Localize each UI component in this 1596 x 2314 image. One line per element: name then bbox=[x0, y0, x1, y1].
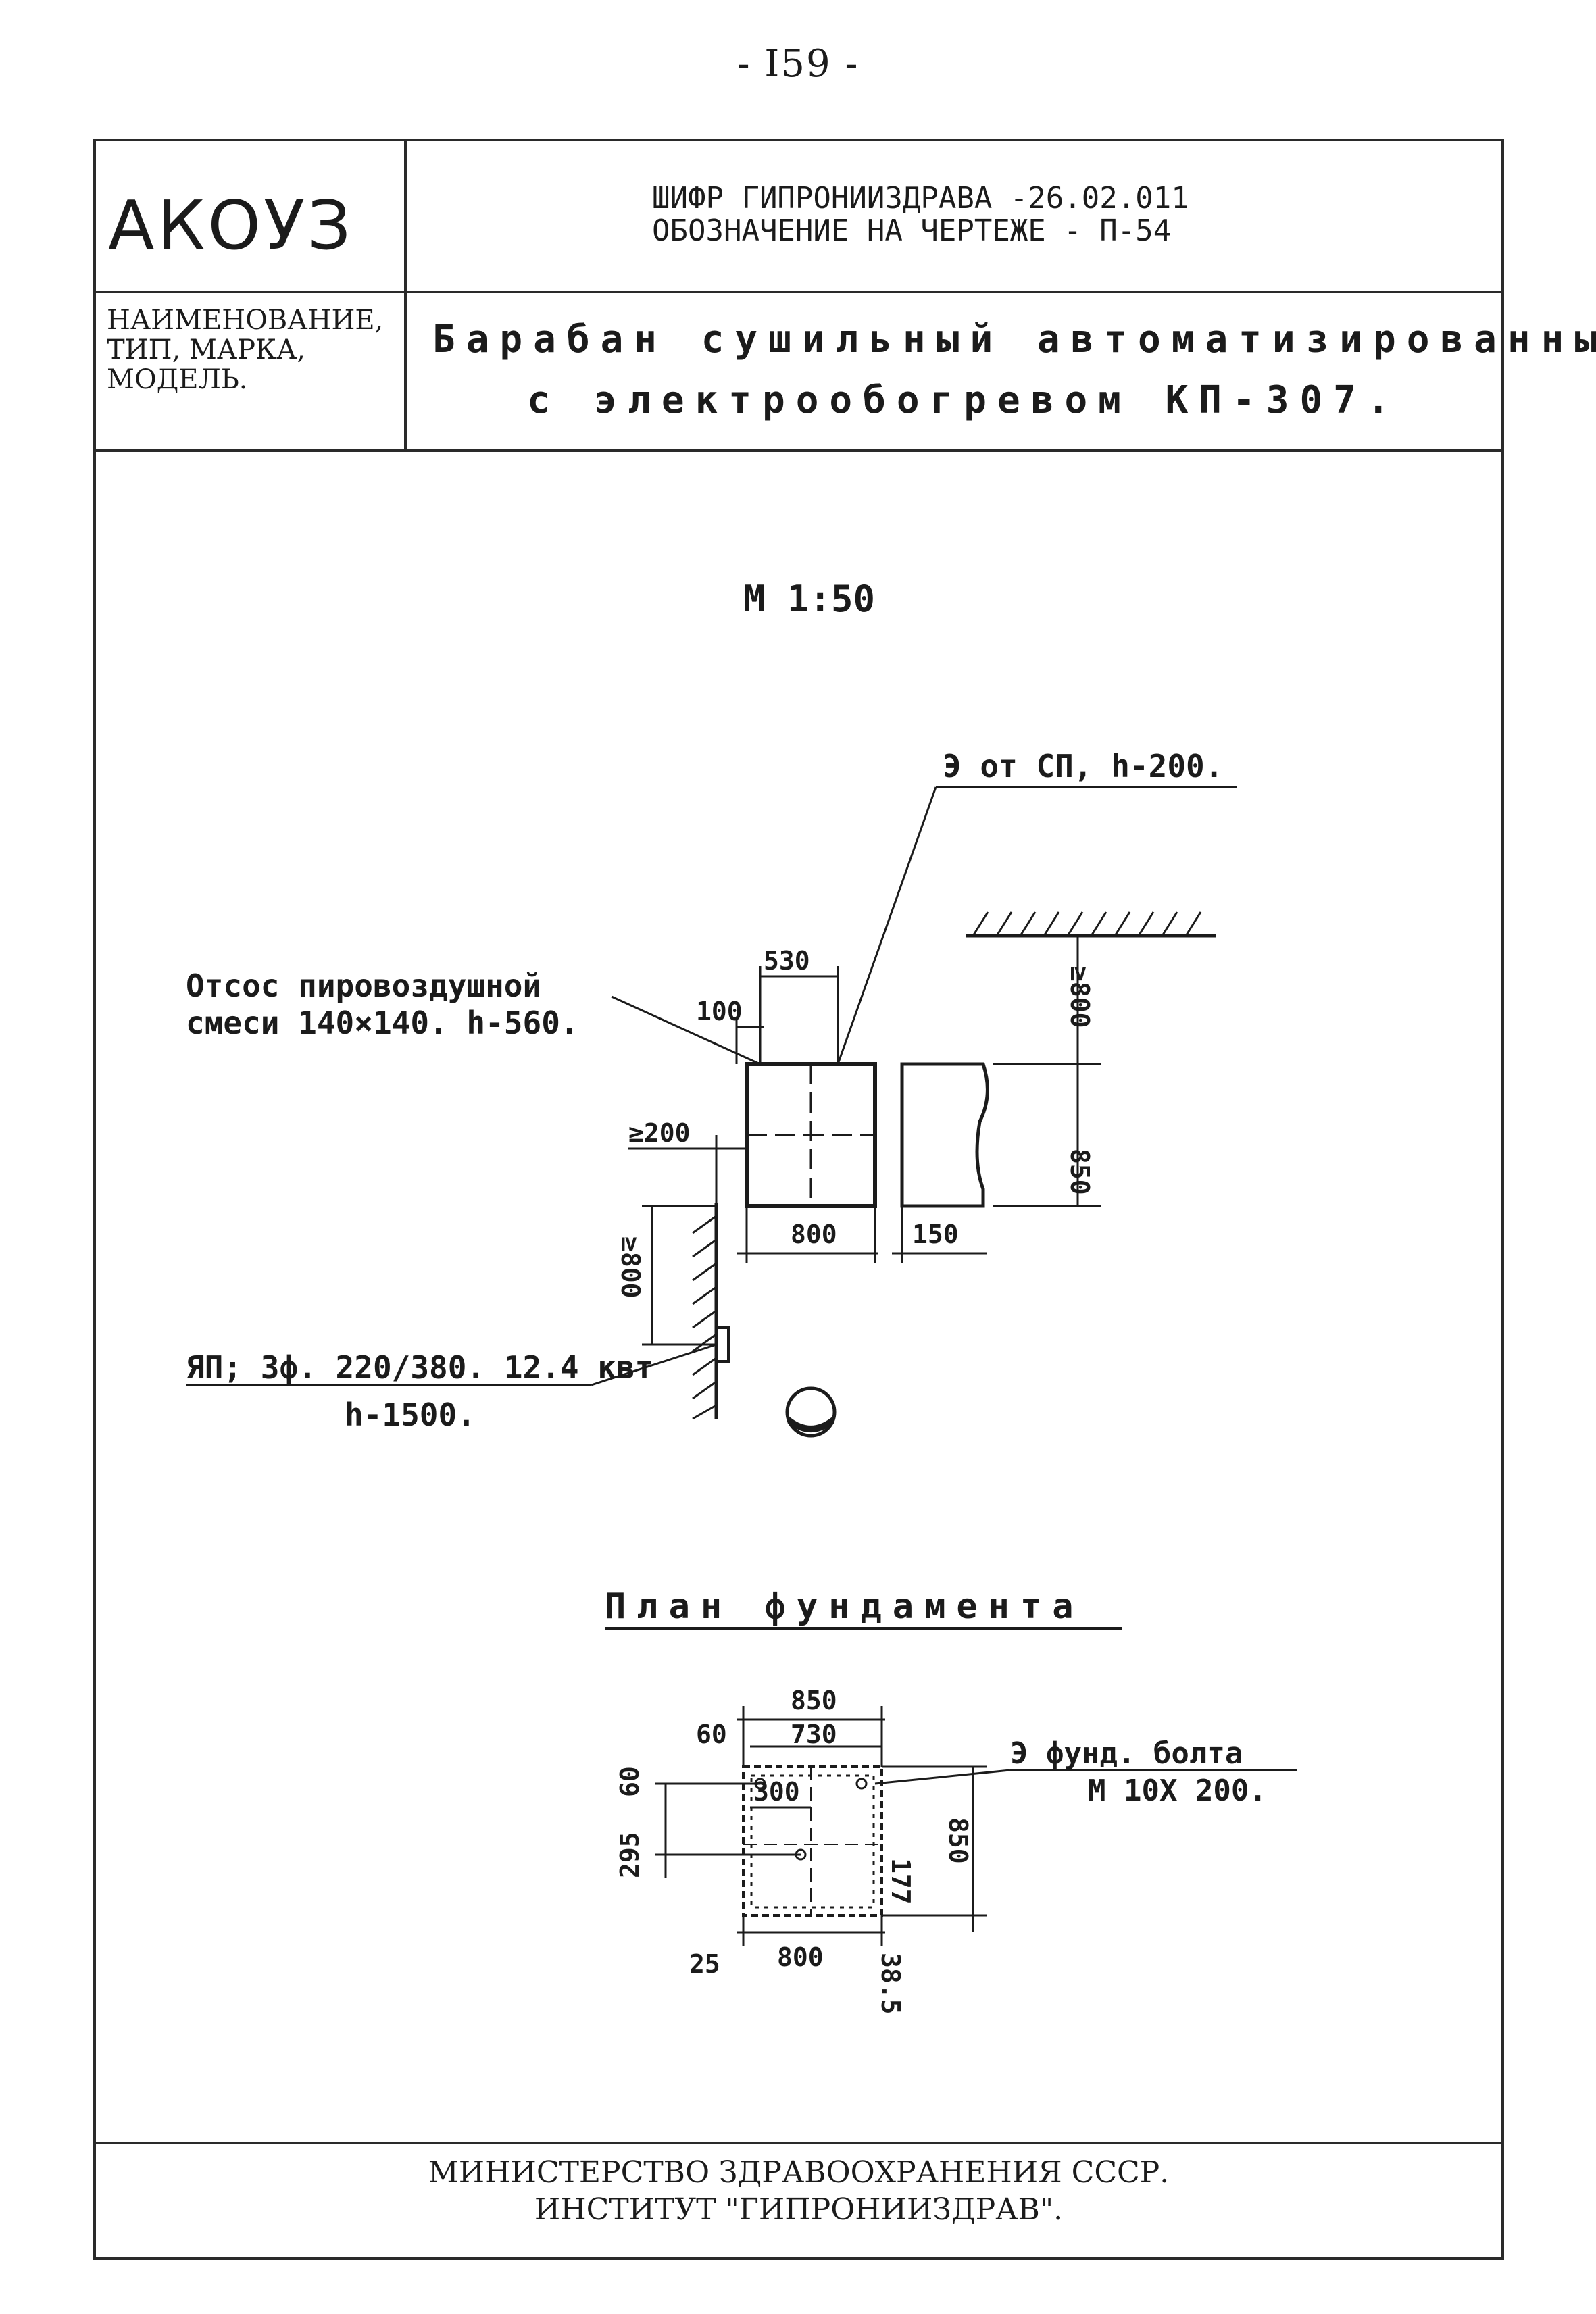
footer-ministry: МИНИСТЕРСТВО ЗДРАВООХРАНЕНИЯ СССР. bbox=[428, 2155, 1170, 2190]
header-divider bbox=[93, 291, 1504, 293]
dim-850-right: 850 bbox=[1065, 1149, 1095, 1195]
foundation-outline bbox=[742, 1765, 883, 1917]
fdim-800: 800 bbox=[777, 1942, 824, 1972]
title-block-divider bbox=[93, 449, 1504, 452]
dim-150: 150 bbox=[912, 1219, 959, 1249]
drawing-frame bbox=[93, 139, 1504, 2260]
drain-icon bbox=[785, 1386, 837, 1438]
leader-electric bbox=[837, 786, 937, 1065]
fdim-295: 295 bbox=[615, 1832, 645, 1878]
callout-power-1: ЯП; 3ф. 220/380. 12.4 квт bbox=[186, 1349, 653, 1386]
designation-line: ОБОЗНАЧЕНИЕ НА ЧЕРТЕЖЕ - П-54 bbox=[652, 213, 1172, 248]
leader-bolt bbox=[874, 1769, 1011, 1785]
callout-power-2: h-1500. bbox=[345, 1397, 476, 1433]
fdim-25: 25 bbox=[689, 1949, 720, 1979]
name-label-3: МОДЕЛЬ. bbox=[107, 364, 248, 395]
dim-530: 530 bbox=[764, 946, 810, 976]
dim-200: ≥200 bbox=[628, 1118, 691, 1148]
footer-divider bbox=[93, 2142, 1504, 2144]
bolt-hole-2 bbox=[855, 1778, 868, 1790]
foundation-title: План фундамента bbox=[605, 1586, 1084, 1627]
dim-800-left: ≥800 bbox=[616, 1236, 645, 1299]
service-zone bbox=[900, 1062, 989, 1208]
equipment-title-line1: Барабан сушильный автоматизированный bbox=[432, 318, 1596, 361]
page-number: - I59 - bbox=[737, 42, 859, 86]
fdim-850v: 850 bbox=[943, 1817, 973, 1864]
name-label-1: НАИМЕНОВАНИЕ, bbox=[107, 305, 384, 336]
fdim-60: 60 bbox=[696, 1719, 727, 1749]
foundation-inner bbox=[750, 1774, 875, 1909]
scale-label: М 1:50 bbox=[743, 578, 875, 620]
fdim-730: 730 bbox=[791, 1719, 837, 1749]
dim-800-width: 800 bbox=[791, 1219, 837, 1249]
fdim-60v: 60 bbox=[615, 1766, 645, 1797]
dim-100: 100 bbox=[696, 997, 743, 1026]
name-label-2: ТИП, МАРКА, bbox=[107, 334, 306, 366]
header-column-divider bbox=[404, 139, 407, 451]
fdim-385: 38.5 bbox=[876, 1953, 905, 2015]
footer-institute: ИНСТИТУТ "ГИПРОНИИЗДРАВ". bbox=[534, 2192, 1064, 2227]
fdim-300: 300 bbox=[753, 1777, 800, 1807]
equipment-title-line2: с электрообогревом КП-307. bbox=[527, 378, 1401, 422]
wall-top-hatch bbox=[972, 911, 1202, 936]
cipher-line: ШИФР ГИПРОНИИЗДРАВА -26.02.011 bbox=[652, 181, 1189, 216]
callout-bolt-2: М 10Х 200. bbox=[1088, 1774, 1267, 1808]
dim-800-right: ≥800 bbox=[1065, 966, 1095, 1028]
callout-exhaust-1: Отсос пировоздушной bbox=[186, 967, 541, 1004]
power-socket bbox=[715, 1326, 730, 1363]
fdim-850: 850 bbox=[791, 1686, 837, 1715]
callout-exhaust-2: смеси 140×140. h-560. bbox=[186, 1005, 579, 1041]
leader-exhaust bbox=[611, 995, 761, 1065]
fdim-177: 177 bbox=[886, 1858, 916, 1905]
org-code: АКОУЗ bbox=[108, 186, 354, 265]
callout-electric: Э от СП, h-200. bbox=[943, 748, 1223, 784]
wall-left-hatch bbox=[692, 1215, 717, 1420]
callout-bolt-1: Э фунд. болта bbox=[1010, 1736, 1243, 1771]
